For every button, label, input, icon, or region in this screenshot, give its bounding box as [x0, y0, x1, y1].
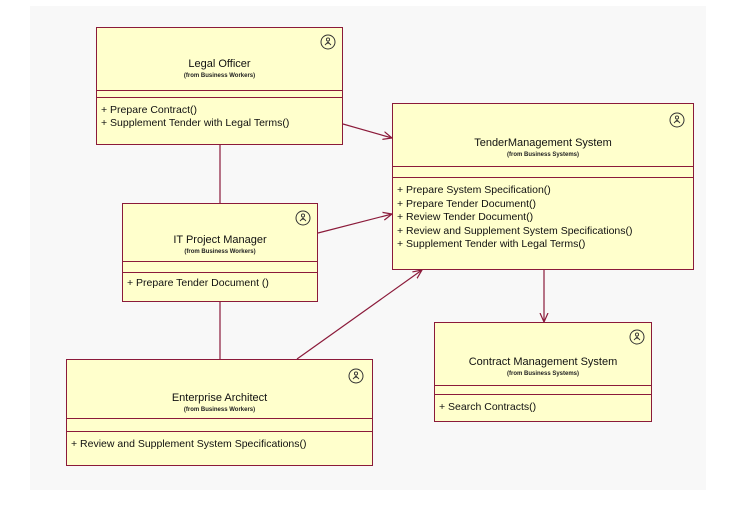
operation: + Prepare Tender Document () [127, 277, 269, 289]
class-name: IT Project Manager [173, 234, 267, 246]
business-worker-icon [295, 210, 311, 226]
operations-list: + Search Contracts() [435, 394, 651, 416]
operation: + Supplement Tender with Legal Terms() [101, 117, 290, 129]
operation: + Prepare Tender Document() [397, 197, 537, 210]
class-legal-officer[interactable]: Legal Officer (from Business Workers) + … [96, 27, 343, 145]
class-name: Legal Officer [188, 58, 251, 70]
link-it-project-manager-to-tender-system [317, 214, 392, 234]
operation: + Review and Supplement System Specifica… [397, 224, 633, 237]
operation: + Review Tender Document() [397, 211, 534, 223]
operation: + Review and Supplement System Specifica… [71, 438, 307, 450]
business-worker-icon [320, 34, 336, 50]
class-package: (from Business Systems) [506, 371, 580, 377]
operations-list: + Prepare Contract() + Supplement Tender… [97, 97, 342, 132]
class-tender-management-system[interactable]: TenderManagement System (from Business S… [392, 103, 694, 270]
business-worker-icon [348, 368, 364, 384]
business-system-icon [629, 329, 645, 345]
class-package: (from Business Workers) [183, 73, 256, 79]
operation: + Prepare System Specification() [397, 184, 551, 196]
class-package: (from Business Systems) [506, 152, 580, 158]
class-it-project-manager[interactable]: IT Project Manager (from Business Worker… [122, 203, 318, 302]
business-system-icon [669, 112, 685, 128]
operation: + Search Contracts() [439, 401, 537, 413]
operation: + Supplement Tender with Legal Terms() [397, 238, 586, 250]
operations-list: + Prepare Tender Document () [123, 272, 317, 292]
class-contract-management-system[interactable]: Contract Management System (from Busines… [434, 322, 652, 422]
class-name: Contract Management System [468, 356, 618, 368]
link-enterprise-architect-to-tender-system [296, 270, 422, 360]
class-package: (from Business Workers) [183, 407, 256, 413]
class-name: TenderManagement System [474, 137, 612, 149]
operations-list: + Prepare System Specification() + Prepa… [393, 177, 693, 254]
class-enterprise-architect[interactable]: Enterprise Architect (from Business Work… [66, 359, 373, 466]
operations-list: + Review and Supplement System Specifica… [67, 431, 372, 453]
operation: + Prepare Contract() [101, 104, 197, 116]
link-legal-officer-to-tender-system [342, 123, 392, 138]
class-name: Enterprise Architect [171, 392, 268, 404]
class-package: (from Business Workers) [184, 249, 256, 255]
